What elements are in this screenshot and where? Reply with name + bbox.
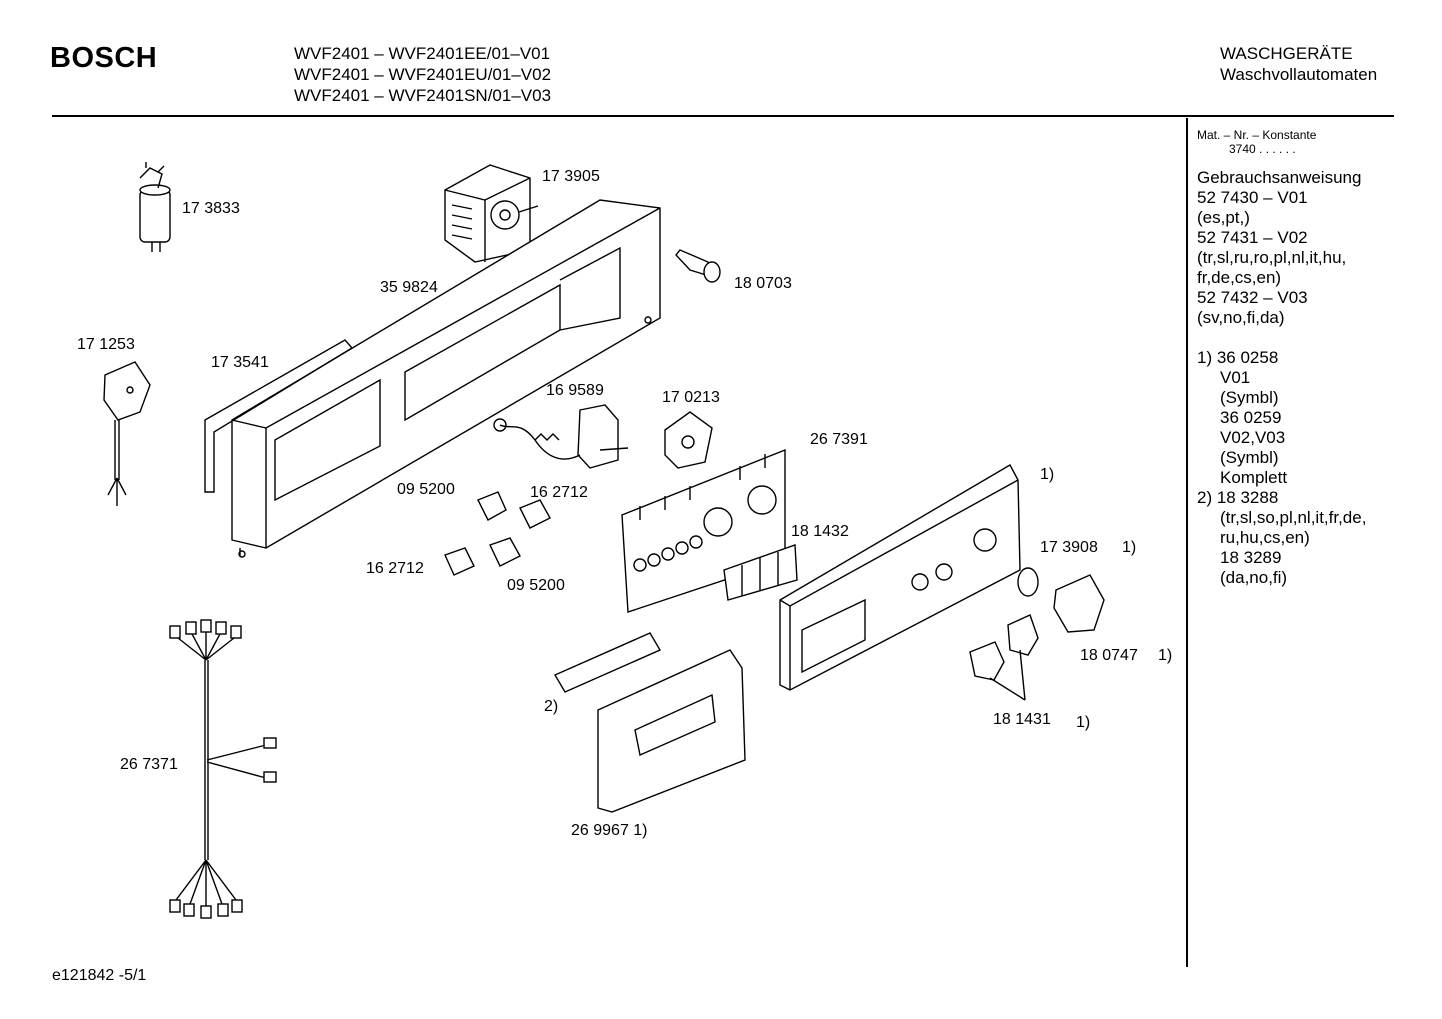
note-marker: 1) bbox=[1158, 647, 1173, 664]
part-label: 26 9967 1) bbox=[571, 822, 648, 839]
part-label: 26 7371 bbox=[120, 756, 178, 773]
mat-label: Mat. – Nr. – Konstante bbox=[1197, 128, 1317, 142]
part-label: 17 3905 bbox=[542, 168, 600, 185]
part-label: 16 9589 bbox=[546, 382, 604, 399]
part-label: 09 5200 bbox=[507, 577, 565, 594]
indicator-lamp-part bbox=[675, 249, 721, 283]
sidebar-divider bbox=[1186, 118, 1188, 967]
part-label: 16 2712 bbox=[530, 484, 588, 501]
note-line: (Symbl) bbox=[1220, 388, 1279, 407]
model-line: WVF2401 – WVF2401EU/01–V02 bbox=[294, 65, 552, 84]
manual-line: (es,pt,) bbox=[1197, 208, 1250, 227]
note-line: 18 3289 bbox=[1220, 548, 1282, 567]
part-label: 18 0747 bbox=[1080, 647, 1138, 664]
part-label: 18 1431 bbox=[993, 711, 1051, 728]
suppressor-part bbox=[139, 162, 171, 252]
dispenser-handle-part bbox=[597, 649, 746, 813]
exploded-parts-diagram bbox=[103, 162, 1105, 919]
note-line: (Symbl) bbox=[1220, 448, 1279, 467]
diagram-code: e121842 -5/1 bbox=[52, 967, 147, 984]
mat-value: 3740 . . . . . . bbox=[1229, 142, 1296, 156]
note-marker: 1) bbox=[1122, 539, 1137, 556]
gasket-part bbox=[204, 339, 354, 493]
note-line: 2) 18 3288 bbox=[1197, 488, 1279, 507]
mains-plug-part bbox=[103, 361, 151, 506]
part-label: 16 2712 bbox=[366, 560, 424, 577]
note-line: V02,V03 bbox=[1220, 428, 1286, 447]
part-label: 09 5200 bbox=[397, 481, 455, 498]
part-label: 17 3833 bbox=[182, 200, 240, 217]
category-block: WASCHGERÄTE Waschvollautomaten bbox=[1220, 43, 1377, 85]
symbol-strip-part bbox=[553, 632, 662, 693]
part-label: 26 7391 bbox=[810, 431, 868, 448]
model-line: WVF2401 – WVF2401SN/01–V03 bbox=[294, 86, 552, 105]
manual-line: (sv,no,fi,da) bbox=[1197, 308, 1285, 327]
header-divider bbox=[52, 115, 1394, 117]
manual-line: (tr,sl,ru,ro,pl,nl,it,hu, bbox=[1197, 248, 1347, 267]
manual-line: fr,de,cs,en) bbox=[1197, 268, 1282, 287]
note-marker: 2) bbox=[544, 698, 559, 715]
category-title: WASCHGERÄTE bbox=[1220, 44, 1353, 63]
note-line: V01 bbox=[1220, 368, 1251, 387]
info-sidebar: Mat. – Nr. – Konstante 3740 . . . . . . … bbox=[1197, 128, 1392, 588]
note-line: Komplett bbox=[1220, 468, 1288, 487]
part-label: 35 9824 bbox=[380, 279, 438, 296]
manual-line: 52 7430 – V01 bbox=[1197, 188, 1308, 207]
part-label: 17 1253 bbox=[77, 336, 135, 353]
manual-line: Gebrauchsanweisung bbox=[1197, 168, 1362, 187]
fascia-panel-part bbox=[779, 464, 1021, 691]
pressure-switch-part bbox=[664, 411, 713, 469]
category-subtitle: Waschvollautomaten bbox=[1220, 65, 1378, 84]
note-line: (tr,sl,so,pl,nl,it,fr,de, bbox=[1220, 508, 1367, 527]
brand-logo: BOSCH bbox=[50, 42, 158, 74]
part-label: 18 0703 bbox=[734, 275, 792, 292]
control-panel-frame bbox=[231, 199, 661, 558]
part-label: 17 0213 bbox=[662, 389, 720, 406]
manual-line: 52 7432 – V03 bbox=[1197, 288, 1308, 307]
wiring-harness-part bbox=[169, 619, 277, 919]
model-line: WVF2401 – WVF2401EE/01–V01 bbox=[294, 44, 551, 63]
manual-list: Gebrauchsanweisung 52 7430 – V01 (es,pt,… bbox=[1197, 168, 1392, 588]
manual-line: 52 7431 – V02 bbox=[1197, 228, 1308, 247]
sensor-cable-part bbox=[493, 404, 629, 469]
note-marker: 1) bbox=[1040, 466, 1055, 483]
micro-switch-part bbox=[444, 491, 551, 576]
note-line: 36 0259 bbox=[1220, 408, 1282, 427]
note-line: 1) 36 0258 bbox=[1197, 348, 1279, 367]
part-label: 18 1432 bbox=[791, 523, 849, 540]
part-label: 17 3541 bbox=[211, 354, 269, 371]
note-marker: 1) bbox=[1076, 714, 1091, 731]
model-list: WVF2401 – WVF2401EE/01–V01 WVF2401 – WVF… bbox=[294, 43, 551, 106]
note-line: (da,no,fi) bbox=[1220, 568, 1288, 587]
note-line: ru,hu,cs,en) bbox=[1220, 528, 1310, 547]
selector-knob-part bbox=[969, 567, 1105, 701]
push-button-set-part bbox=[723, 544, 798, 601]
part-label: 17 3908 bbox=[1040, 539, 1098, 556]
